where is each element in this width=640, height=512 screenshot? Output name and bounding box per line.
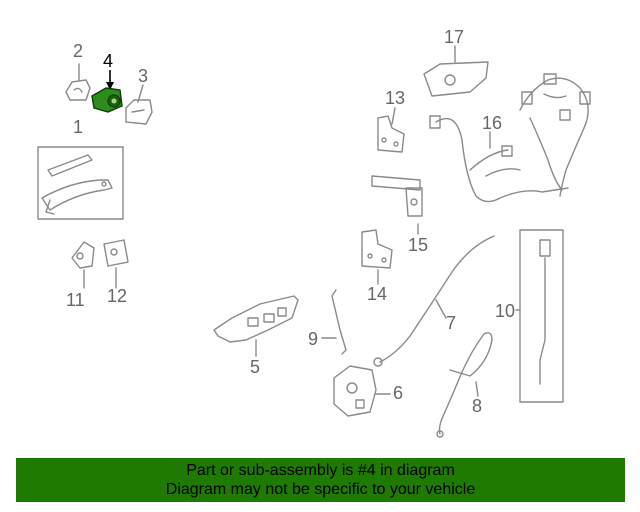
part-13-upper-hinge [377, 107, 405, 153]
part-6-latch [333, 365, 391, 417]
callout-10: 10 [495, 301, 516, 321]
part-2-handle-cap [65, 63, 91, 101]
part-1-outside-handle [37, 146, 124, 220]
callout-6: 6 [393, 383, 404, 403]
callout-16: 16 [482, 113, 503, 133]
part-5-inside-handle [213, 295, 299, 357]
part-7-cable [373, 235, 495, 367]
part-16-wiring-harness [429, 73, 591, 203]
callout-14: 14 [367, 284, 388, 304]
part-11-gasket [71, 241, 95, 289]
parts-diagram [37, 45, 591, 438]
banner-line-1: Part or sub-assembly is #4 in diagram [186, 462, 455, 479]
part-15-door-check [371, 175, 423, 235]
callout-4: 4 [103, 51, 114, 71]
callout-2: 2 [73, 41, 84, 61]
part-12-gasket [103, 239, 129, 289]
part-9-rod [321, 289, 347, 355]
callout-12: 12 [107, 286, 128, 306]
callout-3: 3 [138, 66, 149, 86]
callout-1: 1 [73, 117, 84, 137]
callout-11: 11 [66, 290, 85, 310]
part-8-cable [436, 332, 493, 438]
part-10-lock-rod [515, 229, 564, 403]
callout-5: 5 [250, 357, 261, 377]
callout-15: 15 [408, 235, 429, 255]
part-14-lower-hinge [361, 229, 393, 285]
callout-8: 8 [472, 396, 483, 416]
callout-7: 7 [446, 313, 457, 333]
part-3-bezel [125, 84, 153, 125]
callout-13: 13 [385, 88, 406, 108]
banner-line-2: Diagram may not be specific to your vehi… [165, 481, 476, 498]
fitment-banner: Part or sub-assembly is #4 in diagram Di… [16, 458, 625, 502]
callout-9: 9 [308, 329, 319, 349]
callout-17: 17 [444, 27, 465, 47]
part-4-lock-cylinder [91, 70, 123, 113]
part-17-bracket [423, 45, 489, 97]
